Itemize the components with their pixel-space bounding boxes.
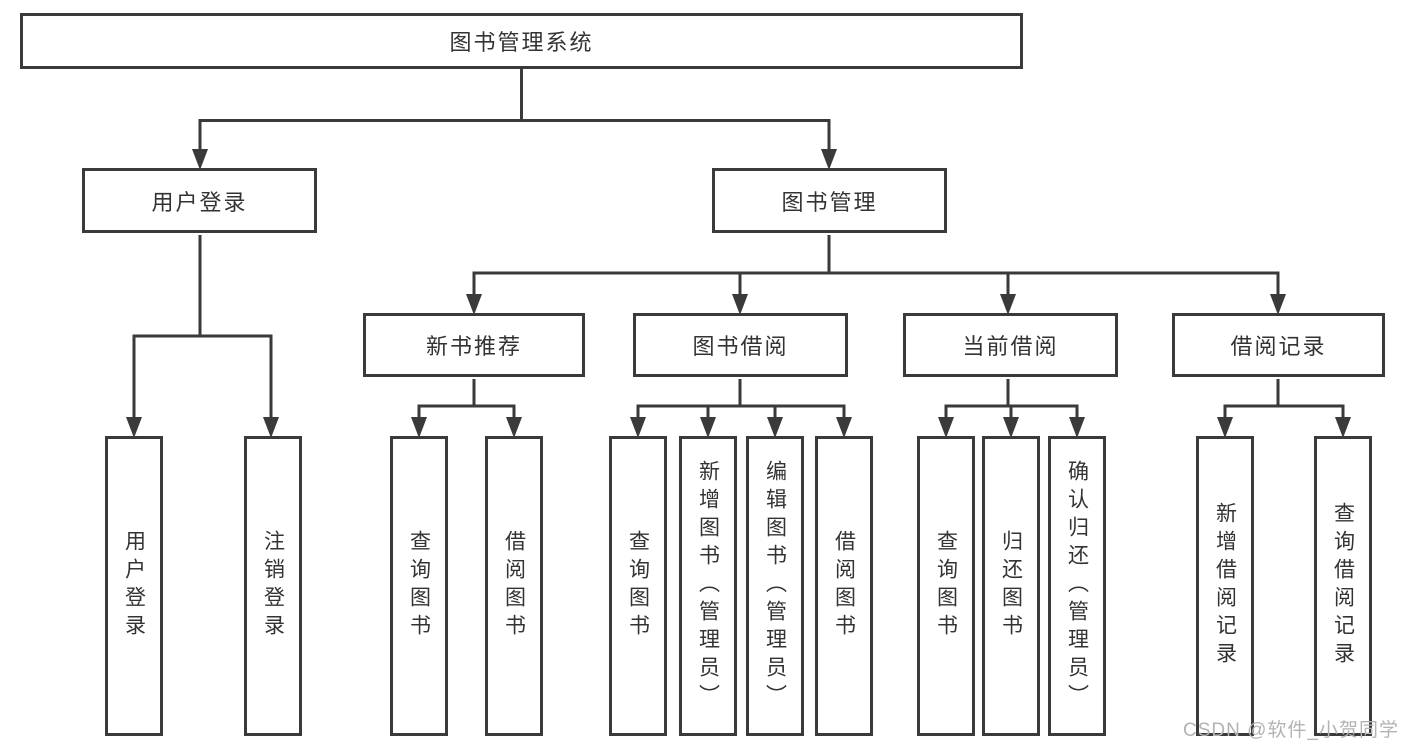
node-leaf-user-login: 用户登录: [105, 436, 163, 736]
node-label: 新增借阅记录: [1213, 502, 1237, 670]
node-leaf-add-borrow-record: 新增借阅记录: [1196, 436, 1254, 736]
node-label: 借阅记录: [1230, 334, 1327, 359]
node-user-login: 用户登录: [82, 168, 317, 233]
node-label: 查询图书: [934, 530, 958, 642]
node-leaf-return-books: 归还图书: [982, 436, 1040, 736]
node-leaf-query-books: 查询图书: [609, 436, 667, 736]
node-label: 查询借阅记录: [1331, 502, 1355, 670]
node-label: 当前借阅: [962, 334, 1059, 359]
node-leaf-confirm-return-admin: 确认归还（管理员）: [1048, 436, 1106, 736]
node-book-borrowing: 图书借阅: [633, 313, 848, 377]
node-label: 用户登录: [151, 189, 248, 215]
csdn-watermark: CSDN @软件_小贺同学: [1183, 720, 1399, 741]
node-leaf-edit-books-admin: 编辑图书（管理员）: [746, 436, 804, 736]
node-label: 图书借阅: [692, 334, 789, 359]
node-label: 归还图书: [999, 530, 1023, 642]
node-leaf-add-books-admin: 新增图书（管理员）: [679, 436, 737, 736]
node-leaf-query-books: 查询图书: [917, 436, 975, 736]
node-library-management-system: 图书管理系统: [20, 13, 1023, 69]
node-label: 编辑图书（管理员）: [763, 460, 787, 712]
node-label: 图书管理: [781, 189, 878, 215]
node-label: 新书推荐: [425, 334, 522, 359]
node-label: 借阅图书: [832, 530, 856, 642]
node-leaf-borrow-books: 借阅图书: [815, 436, 873, 736]
node-new-book-recommendation: 新书推荐: [363, 313, 585, 377]
node-label: 查询图书: [626, 530, 650, 642]
node-label: 注销登录: [261, 530, 285, 642]
node-borrowing-records: 借阅记录: [1172, 313, 1385, 377]
node-label: 新增图书（管理员）: [696, 460, 720, 712]
node-current-borrowing: 当前借阅: [903, 313, 1118, 377]
node-leaf-query-borrow-record: 查询借阅记录: [1314, 436, 1372, 736]
node-leaf-logout: 注销登录: [244, 436, 302, 736]
node-leaf-borrow-books: 借阅图书: [485, 436, 543, 736]
node-book-management: 图书管理: [712, 168, 947, 233]
node-label: 查询图书: [407, 530, 431, 642]
node-leaf-query-books: 查询图书: [390, 436, 448, 736]
node-label: 借阅图书: [502, 530, 526, 642]
node-label: 确认归还（管理员）: [1065, 460, 1089, 712]
arrowheads: [126, 149, 1351, 438]
node-label: 用户登录: [122, 530, 146, 642]
node-label: 图书管理系统: [449, 30, 594, 55]
